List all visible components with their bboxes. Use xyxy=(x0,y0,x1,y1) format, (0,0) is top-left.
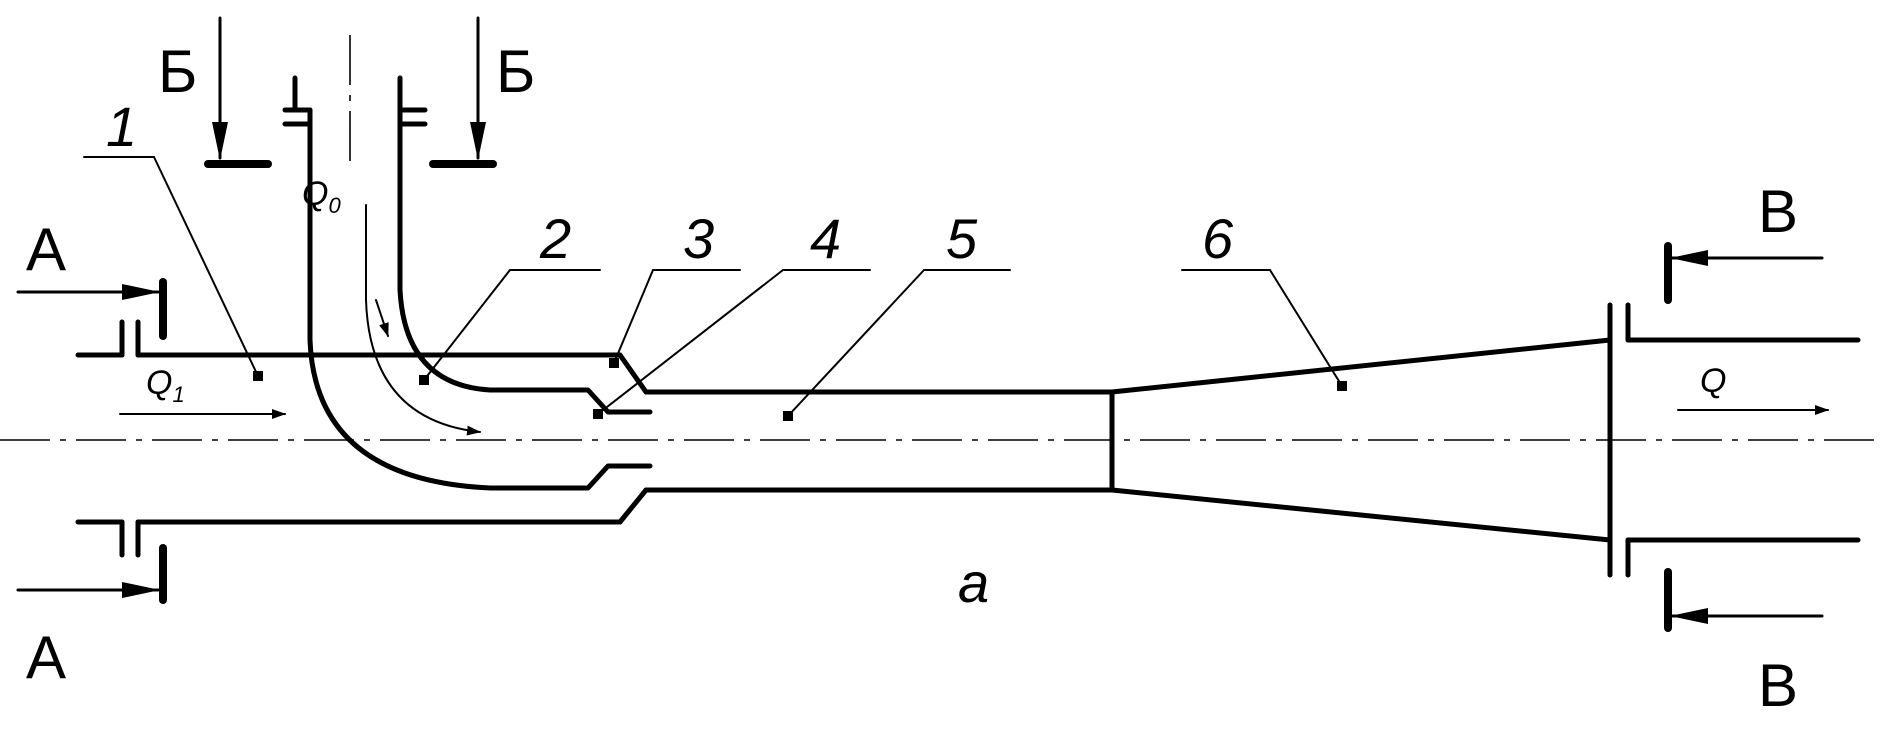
flow-arrows xyxy=(119,204,1829,436)
section-label-v-top: В xyxy=(1758,178,1798,245)
callouts: 1 2 3 4 5 6 xyxy=(83,95,1347,421)
flow-label-q: Q xyxy=(1700,362,1726,400)
receiving-cone xyxy=(580,352,649,395)
section-label-b-right: Б xyxy=(496,38,535,105)
flow-label-q1: Q1 xyxy=(146,364,185,407)
callout-4: 4 xyxy=(810,207,841,270)
outlet-pipe xyxy=(1607,302,1861,578)
inlet-pipe xyxy=(75,319,649,558)
nozzle-pipe xyxy=(282,75,653,491)
section-cut-a: А А xyxy=(16,216,167,691)
figure-caption: а xyxy=(958,551,989,614)
section-cut-b: Б Б xyxy=(158,16,535,168)
callout-6: 6 xyxy=(1202,207,1234,270)
section-label-a-top: А xyxy=(26,216,66,283)
diffuser xyxy=(1109,337,1613,543)
section-label-a-bottom: А xyxy=(26,624,66,691)
callout-3: 3 xyxy=(683,207,714,270)
section-label-b-left: Б xyxy=(158,38,197,105)
flow-label-q0: Q0 xyxy=(302,175,341,218)
flow-arrow-q0 xyxy=(365,204,481,436)
section-label-v-bottom: В xyxy=(1758,652,1798,719)
callout-2: 2 xyxy=(539,207,571,270)
callout-5: 5 xyxy=(946,207,978,270)
mixing-chamber xyxy=(643,389,1115,493)
section-cut-v: В В xyxy=(1664,178,1824,719)
flow-arrow-q0-bend xyxy=(375,299,389,337)
callout-1: 1 xyxy=(106,95,137,158)
